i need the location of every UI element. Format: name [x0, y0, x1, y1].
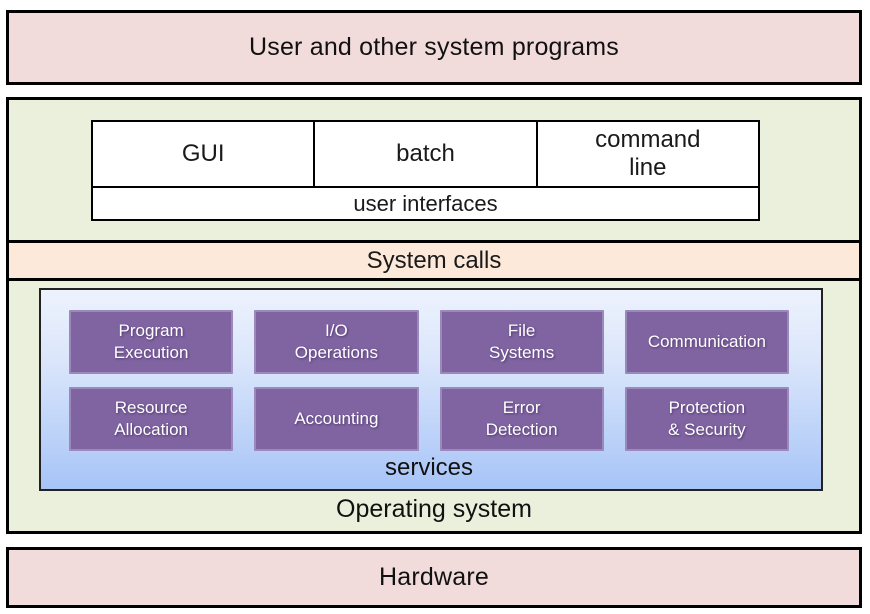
system-calls-bar: System calls — [6, 240, 862, 281]
ui-cell-gui: GUI — [93, 122, 314, 186]
service-communication: Communication — [624, 310, 789, 374]
operating-system-box: GUI batch command line user interfaces S… — [6, 97, 862, 534]
services-grid: Program Execution I/O Operations File Sy… — [69, 310, 789, 451]
hardware-box: Hardware — [6, 547, 862, 608]
operating-system-label: Operating system — [336, 495, 532, 523]
service-file-systems: File Systems — [439, 310, 604, 374]
hardware-label: Hardware — [379, 563, 489, 591]
service-program-execution: Program Execution — [69, 310, 234, 374]
user-programs-label: User and other system programs — [248, 33, 620, 61]
user-interfaces-table: GUI batch command line user interfaces — [91, 120, 760, 221]
ui-cell-command-line: command line — [537, 122, 758, 186]
service-protection-security: Protection & Security — [624, 387, 789, 451]
user-interfaces-caption: user interfaces — [93, 188, 758, 219]
service-error-detection: Error Detection — [439, 387, 604, 451]
services-caption: services — [384, 454, 474, 481]
user-programs-box: User and other system programs — [6, 10, 862, 85]
service-accounting: Accounting — [254, 387, 419, 451]
service-io-operations: I/O Operations — [254, 310, 419, 374]
service-resource-allocation: Resource Allocation — [69, 387, 234, 451]
system-calls-label: System calls — [366, 246, 502, 274]
ui-cell-batch: batch — [315, 122, 536, 186]
services-panel: Program Execution I/O Operations File Sy… — [39, 288, 823, 491]
